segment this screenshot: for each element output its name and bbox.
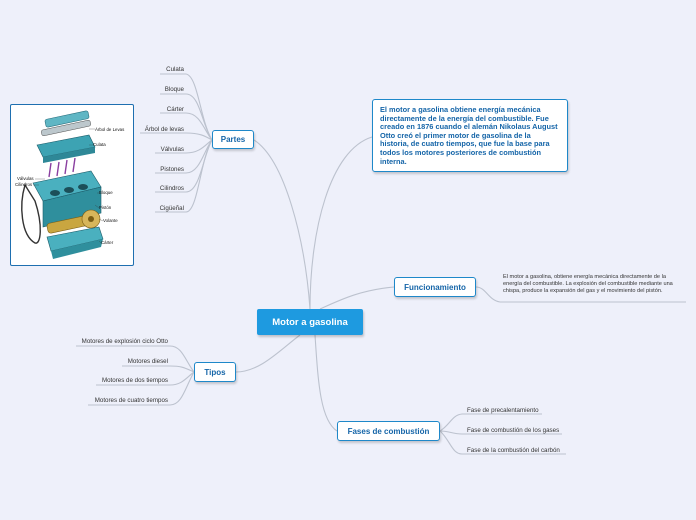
label-arbol-levas: Árbol de Levas	[95, 127, 125, 132]
partes-item-arbol-levas[interactable]: Árbol de levas	[144, 126, 184, 133]
cylinder-head-shape	[36, 134, 96, 163]
partes-item-culata[interactable]: Culata	[166, 66, 184, 73]
tipos-item-diesel[interactable]: Motores diesel	[127, 358, 168, 365]
timing-belt-shape	[21, 183, 41, 244]
camshaft-shape	[41, 110, 91, 137]
valves-shape	[48, 157, 76, 178]
fases-item-precalentamiento[interactable]: Fase de precalentamiento	[467, 407, 539, 414]
oil-pan-shape	[46, 226, 104, 259]
partes-item-carter[interactable]: Cárter	[166, 106, 184, 113]
label-valvulas: Válvulas	[17, 176, 34, 181]
label-piston: Pistón	[99, 205, 112, 210]
label-carter: Cárter	[101, 240, 114, 245]
partes-item-pistones[interactable]: Pistones	[160, 166, 184, 173]
topic-tipos[interactable]: Tipos	[194, 362, 236, 382]
engine-illustration: Árbol de Levas Culata Válvulas Cilindros…	[15, 110, 125, 259]
crankshaft-shape	[46, 209, 101, 234]
label-volante: Volante	[103, 218, 118, 223]
engine-diagram-image: Árbol de Levas Culata Válvulas Cilindros…	[10, 104, 134, 266]
label-culata: Culata	[93, 142, 106, 147]
topic-funcionamiento[interactable]: Funcionamiento	[394, 277, 476, 297]
fases-item-carbon[interactable]: Fase de la combustión del carbón	[467, 447, 560, 454]
engine-block-shape	[32, 170, 102, 228]
partes-item-cilindros[interactable]: Cilindros	[159, 185, 184, 192]
topic-partes[interactable]: Partes	[212, 130, 254, 149]
fases-item-gases[interactable]: Fase de combustión de los gases	[467, 427, 560, 434]
partes-item-valvulas[interactable]: Válvulas	[160, 146, 184, 153]
tipos-item-dos-tiempos[interactable]: Motores de dos tiempos	[101, 377, 168, 384]
topic-fases-combustion[interactable]: Fases de combustión	[337, 421, 440, 441]
label-bloque: Bloque	[99, 190, 113, 195]
partes-item-ciguenal[interactable]: Cigüeñal	[159, 205, 184, 212]
root-topic[interactable]: Motor a gasolina	[257, 309, 363, 335]
tipos-item-cuatro-tiempos[interactable]: Motores de cuatro tiempos	[94, 397, 168, 404]
tipos-item-otto[interactable]: Motores de explosión ciclo Otto	[81, 338, 168, 345]
funcionamiento-description[interactable]: El motor a gasolina, obtiene energía mec…	[503, 274, 673, 294]
history-note[interactable]: El motor a gasolina obtiene energía mecá…	[372, 99, 568, 172]
partes-item-bloque[interactable]: Bloque	[164, 86, 184, 93]
label-cilindros: Cilindros	[15, 182, 33, 187]
